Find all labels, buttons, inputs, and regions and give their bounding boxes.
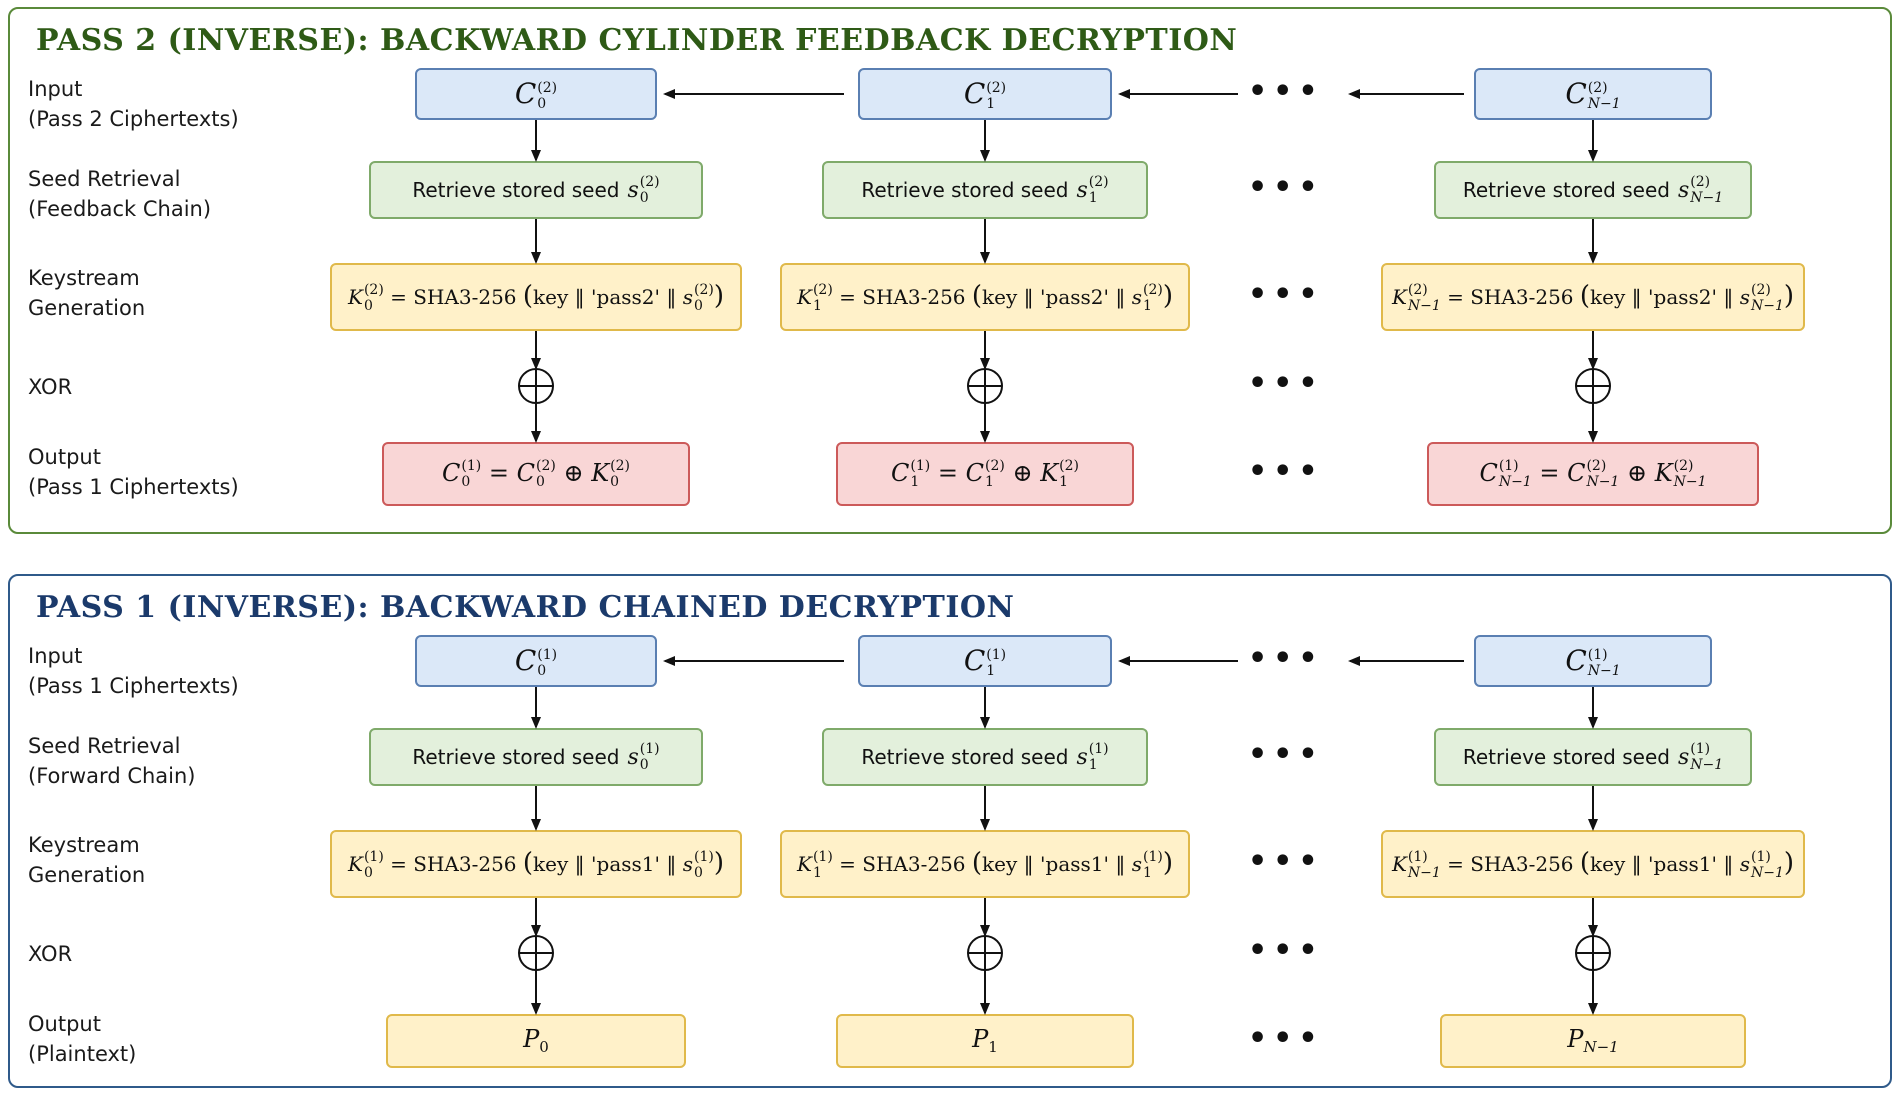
row-label-output: Output(Plaintext) xyxy=(28,1012,137,1066)
row-label-xor: XOR xyxy=(28,942,73,966)
ellipsis-seed: ••• xyxy=(1248,170,1324,205)
row-label-seed: Seed Retrieval(Forward Chain) xyxy=(28,734,196,788)
panel-title: PASS 1 (INVERSE): BACKWARD CHAINED DECRY… xyxy=(36,590,1015,625)
ellipsis-xor: ••• xyxy=(1248,366,1324,401)
plaintext-box: P1 xyxy=(836,1014,1134,1068)
keystream-box: K(1)N−1 = SHA3-256 (key ‖ 'pass1' ‖ s(1)… xyxy=(1381,830,1805,898)
ellipsis-output: ••• xyxy=(1248,454,1324,489)
input-box: C(2)1 xyxy=(858,68,1112,120)
input-box: C(2)0 xyxy=(415,68,657,120)
ellipsis-key: ••• xyxy=(1248,844,1324,879)
ellipsis-key: ••• xyxy=(1248,277,1324,312)
panel-pass1: PASS 1 (INVERSE): BACKWARD CHAINED DECRY… xyxy=(8,574,1892,1088)
panel-title: PASS 2 (INVERSE): BACKWARD CYLINDER FEED… xyxy=(36,23,1238,58)
ellipsis-input: ••• xyxy=(1248,74,1324,109)
keystream-box: K(2)0 = SHA3-256 (key ‖ 'pass2' ‖ s(2)0) xyxy=(330,263,742,331)
input-box: C(1)1 xyxy=(858,635,1112,687)
row-label-seed: Seed Retrieval(Feedback Chain) xyxy=(28,167,212,221)
output-box: C(1)1 = C(2)1 ⊕ K(2)1 xyxy=(836,442,1134,506)
keystream-box: K(1)1 = SHA3-256 (key ‖ 'pass1' ‖ s(1)1) xyxy=(780,830,1190,898)
ellipsis-seed: ••• xyxy=(1248,737,1324,772)
input-box: C(1)0 xyxy=(415,635,657,687)
row-label-xor: XOR xyxy=(28,375,73,399)
ellipsis-output: ••• xyxy=(1248,1021,1324,1056)
row-label-input: Input(Pass 2 Ciphertexts) xyxy=(28,77,239,131)
keystream-box: K(2)1 = SHA3-256 (key ‖ 'pass2' ‖ s(2)1) xyxy=(780,263,1190,331)
row-label-input: Input(Pass 1 Ciphertexts) xyxy=(28,644,239,698)
ellipsis-xor: ••• xyxy=(1248,933,1324,968)
plaintext-box: P0 xyxy=(386,1014,686,1068)
output-box: C(1)0 = C(2)0 ⊕ K(2)0 xyxy=(382,442,690,506)
plaintext-box: PN−1 xyxy=(1440,1014,1746,1068)
keystream-box: K(1)0 = SHA3-256 (key ‖ 'pass1' ‖ s(1)0) xyxy=(330,830,742,898)
input-box: C(2)N−1 xyxy=(1474,68,1712,120)
output-box: C(1)N−1 = C(2)N−1 ⊕ K(2)N−1 xyxy=(1427,442,1759,506)
ellipsis-input: ••• xyxy=(1248,641,1324,676)
keystream-box: K(2)N−1 = SHA3-256 (key ‖ 'pass2' ‖ s(2)… xyxy=(1381,263,1805,331)
panel-pass2: PASS 2 (INVERSE): BACKWARD CYLINDER FEED… xyxy=(8,7,1892,534)
input-box: C(1)N−1 xyxy=(1474,635,1712,687)
row-label-output: Output(Pass 1 Ciphertexts) xyxy=(28,445,239,499)
